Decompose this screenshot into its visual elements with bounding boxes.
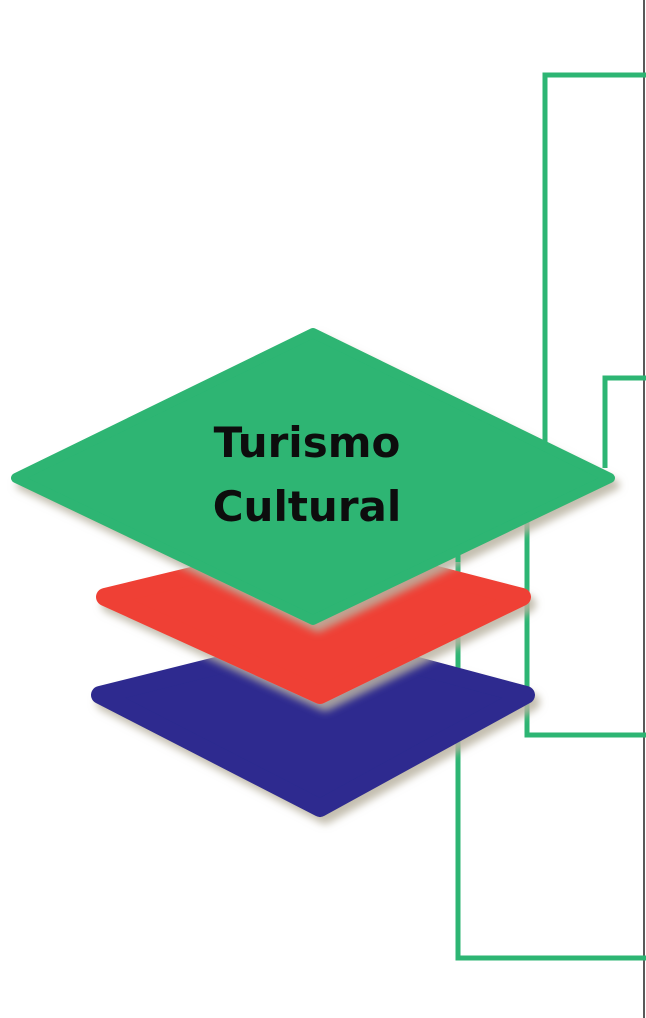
- connector-line-1: [542, 72, 646, 438]
- label-line-1: Turismo: [214, 418, 401, 467]
- label-line-2: Cultural: [213, 482, 402, 531]
- connector-overlays: [455, 438, 548, 562]
- top-layer-diamond: [11, 328, 615, 625]
- connector-line-3: [524, 520, 646, 738]
- connector-line-2: [602, 375, 646, 468]
